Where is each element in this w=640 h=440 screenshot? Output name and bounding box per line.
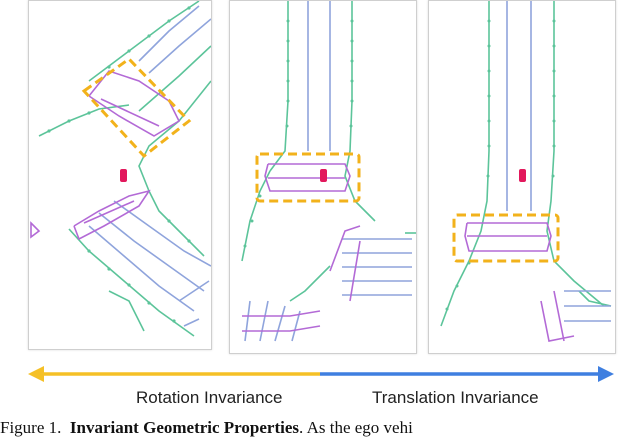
panel-rotated-scene <box>28 0 212 350</box>
map-rotated <box>30 1 211 337</box>
caption-bold: Invariant Geometric Properties <box>69 418 300 437</box>
ego-vehicle-icon <box>120 169 127 182</box>
arrow-left-icon <box>28 366 44 382</box>
panel-translated-scene-2 <box>428 0 616 354</box>
invariance-arrows <box>0 362 640 386</box>
ego-vehicle-icon <box>519 169 526 182</box>
map-translated-1 <box>241 1 416 342</box>
ego-vehicle-icon <box>320 169 327 182</box>
figure-caption: Figure 1. Invariant Geometric Properties… <box>0 418 640 440</box>
rotation-invariance-label: Rotation Invariance <box>136 388 283 407</box>
arrow-graphic <box>28 366 614 382</box>
caption-rest: . As the ego vehi <box>299 418 413 437</box>
map-translated-2 <box>440 1 612 342</box>
caption-prefix: Figure 1. <box>0 418 62 437</box>
panel-translated-scene-1 <box>229 0 417 354</box>
translation-invariance-label: Translation Invariance <box>372 388 539 407</box>
arrow-right-icon <box>598 366 614 382</box>
